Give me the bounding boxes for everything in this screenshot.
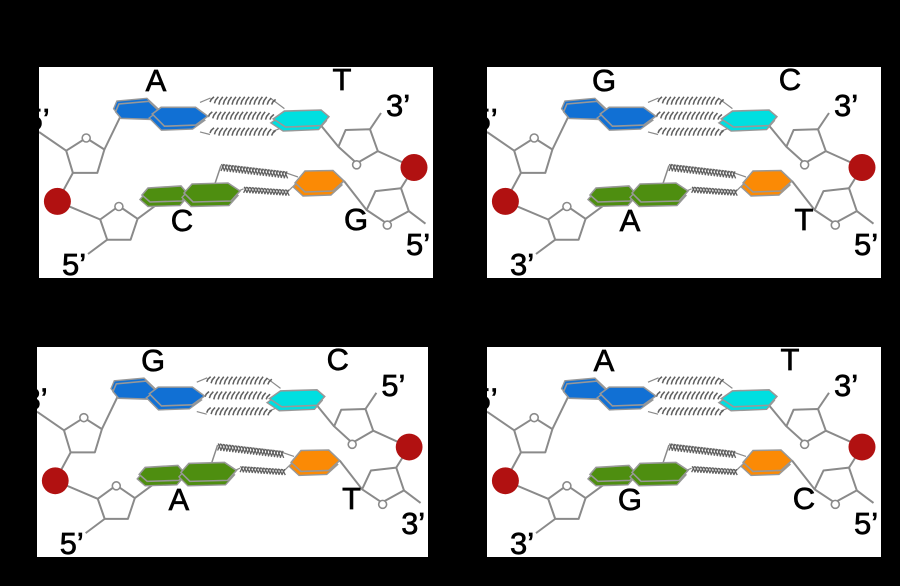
- svg-text:C: C: [327, 347, 349, 377]
- svg-text:3’: 3’: [37, 382, 48, 417]
- svg-text:5’: 5’: [406, 227, 430, 262]
- svg-text:G: G: [592, 67, 616, 98]
- svg-text:5’: 5’: [854, 227, 878, 262]
- svg-text:T: T: [333, 67, 352, 97]
- svg-text:5’: 5’: [381, 368, 405, 403]
- svg-text:5’: 5’: [62, 247, 86, 278]
- svg-text:5’: 5’: [60, 526, 84, 557]
- svg-text:C: C: [779, 67, 801, 97]
- svg-text:T: T: [781, 347, 800, 377]
- svg-text:5’: 5’: [487, 382, 498, 417]
- svg-text:C: C: [171, 203, 193, 238]
- svg-text:C: C: [793, 481, 815, 516]
- svg-text:5’: 5’: [487, 102, 498, 137]
- svg-text:A: A: [169, 482, 190, 517]
- svg-text:G: G: [344, 202, 368, 237]
- svg-text:3’: 3’: [510, 526, 534, 557]
- svg-text:3’: 3’: [510, 247, 534, 278]
- svg-text:G: G: [141, 347, 165, 378]
- svg-text:T: T: [795, 202, 814, 237]
- svg-text:5’: 5’: [39, 102, 50, 137]
- svg-text:A: A: [146, 67, 167, 98]
- svg-text:3’: 3’: [834, 88, 858, 123]
- svg-text:T: T: [342, 481, 361, 516]
- svg-text:3’: 3’: [401, 506, 425, 541]
- svg-text:5’: 5’: [854, 506, 878, 541]
- svg-text:3’: 3’: [834, 368, 858, 403]
- svg-text:A: A: [620, 203, 641, 238]
- svg-text:3’: 3’: [386, 88, 410, 123]
- svg-text:A: A: [594, 347, 615, 378]
- svg-text:G: G: [618, 482, 642, 517]
